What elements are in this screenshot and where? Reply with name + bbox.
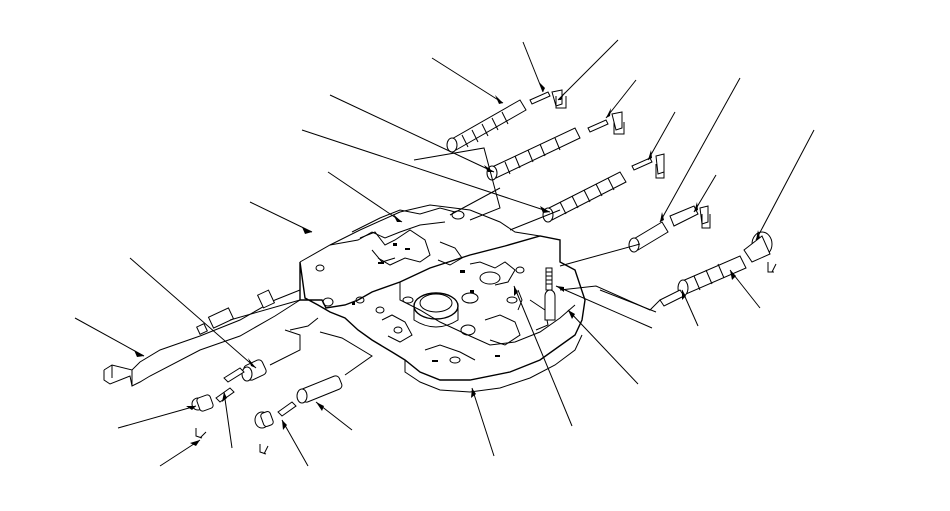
assembly-lines (229, 147, 661, 376)
valve-body-casting (299, 204, 586, 393)
callout-leaders (74, 39, 815, 467)
manual-valve-rod (103, 289, 301, 387)
retainer-clips (555, 96, 711, 229)
upper-valve-spools (446, 89, 777, 321)
